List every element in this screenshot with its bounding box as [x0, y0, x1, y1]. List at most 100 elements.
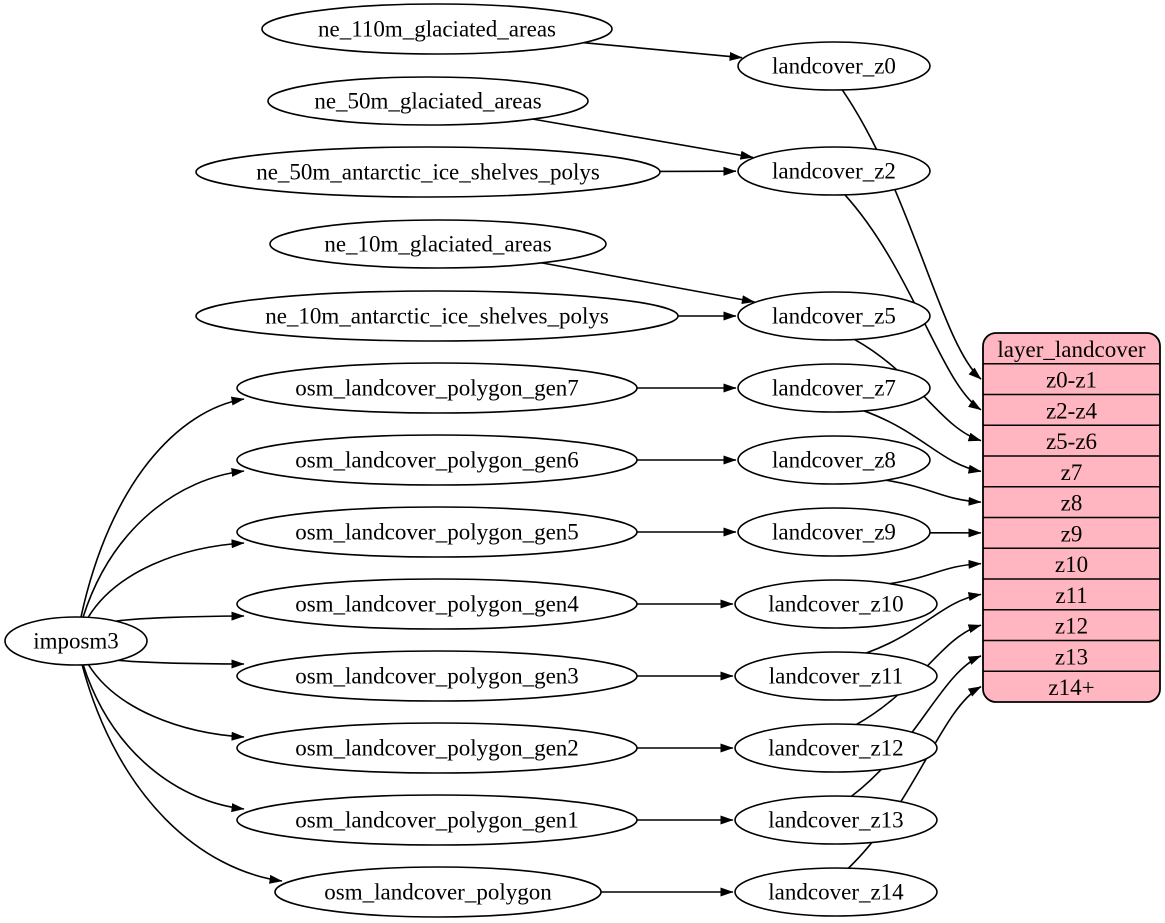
node-ellipse — [734, 579, 938, 629]
edge-landcover_z11-to-layer_landcover-z11 — [865, 592, 982, 654]
node-label: landcover_z11 — [769, 664, 904, 689]
node-ellipse — [737, 291, 931, 341]
table-row: z5-z6 — [1046, 429, 1097, 454]
node-label: osm_landcover_polygon_gen6 — [295, 448, 579, 473]
table-row: z10 — [1055, 552, 1088, 577]
node-label: osm_landcover_polygon_gen4 — [295, 592, 579, 617]
table-row: z13 — [1055, 644, 1088, 669]
node-osm_landcover_polygon_gen7: osm_landcover_polygon_gen7 — [236, 362, 638, 414]
node-ne_10m_antarctic_ice_shelves_polys: ne_10m_antarctic_ice_shelves_polys — [195, 290, 679, 342]
node-landcover_z12: landcover_z12 — [734, 723, 938, 773]
node-ne_110m_glaciated_areas: ne_110m_glaciated_areas — [261, 3, 613, 55]
node-ellipse — [734, 651, 938, 701]
node-ne_50m_antarctic_ice_shelves_polys: ne_50m_antarctic_ice_shelves_polys — [195, 146, 661, 198]
edge-ne_10m_glaciated_areas-to-landcover_z5 — [541, 262, 755, 305]
node-label: landcover_z8 — [772, 448, 896, 473]
node-ellipse — [737, 363, 931, 413]
node-label: landcover_z14 — [768, 880, 904, 905]
node-ellipse — [195, 290, 679, 342]
node-ellipse — [236, 722, 638, 774]
edge-landcover_z5-to-layer_landcover-z5-z6 — [854, 338, 982, 442]
node-ellipse — [4, 616, 148, 666]
table-row: z14+ — [1048, 675, 1094, 700]
node-ellipse — [737, 507, 931, 557]
edge-imposm3-to-osm_landcover_polygon_gen5 — [87, 539, 245, 618]
node-osm_landcover_polygon_gen6: osm_landcover_polygon_gen6 — [236, 434, 638, 486]
node-label: landcover_z13 — [768, 808, 903, 833]
table-row: z7 — [1061, 460, 1083, 485]
node-osm_landcover_polygon_gen2: osm_landcover_polygon_gen2 — [236, 722, 638, 774]
layer-landcover-table: layer_landcoverz0-z1z2-z4z5-z6z7z8z9z10z… — [982, 332, 1161, 703]
node-ellipse — [236, 434, 638, 486]
edge-landcover_z10-to-layer_landcover-z10 — [889, 559, 982, 585]
node-landcover_z13: landcover_z13 — [734, 795, 938, 845]
node-label: osm_landcover_polygon_gen7 — [295, 376, 579, 401]
node-imposm3: imposm3 — [4, 616, 148, 666]
edge-imposm3-to-osm_landcover_polygon_gen6 — [82, 467, 245, 618]
node-landcover_z14: landcover_z14 — [734, 867, 938, 917]
node-ellipse — [236, 650, 638, 702]
node-landcover_z5: landcover_z5 — [737, 291, 931, 341]
edge-landcover_z0-to-layer_landcover-z0-z1 — [841, 89, 982, 380]
edge-imposm3-to-osm_landcover_polygon_gen1 — [82, 664, 245, 813]
node-label: landcover_z9 — [772, 520, 896, 545]
node-label: osm_landcover_polygon — [324, 880, 552, 905]
node-label: osm_landcover_polygon_gen5 — [295, 520, 579, 545]
node-label: ne_110m_glaciated_areas — [318, 17, 556, 42]
node-label: landcover_z5 — [772, 304, 896, 329]
edge-imposm3-to-osm_landcover_polygon_gen2 — [87, 664, 245, 741]
node-label: landcover_z2 — [772, 159, 896, 184]
edge-imposm3-to-osm_landcover_polygon_gen3 — [118, 659, 245, 669]
node-ellipse — [269, 219, 607, 269]
nodes: imposm3ne_110m_glaciated_areasne_50m_gla… — [4, 3, 938, 918]
edge-imposm3-to-osm_landcover_polygon_gen4 — [115, 611, 245, 622]
node-ellipse — [737, 146, 931, 196]
node-ellipse — [734, 867, 938, 917]
node-label: ne_50m_antarctic_ice_shelves_polys — [256, 160, 600, 185]
node-ellipse — [734, 795, 938, 845]
table-title: layer_landcover — [997, 337, 1145, 362]
node-landcover_z9: landcover_z9 — [737, 507, 931, 557]
node-ellipse — [737, 41, 931, 91]
node-label: landcover_z10 — [768, 592, 903, 617]
edge-landcover_z13-to-layer_landcover-z13 — [850, 655, 982, 797]
node-label: osm_landcover_polygon_gen2 — [295, 736, 579, 761]
edge-imposm3-to-osm_landcover_polygon — [81, 664, 283, 884]
node-label: ne_10m_antarctic_ice_shelves_polys — [265, 304, 609, 329]
table-row: z12 — [1055, 614, 1088, 639]
node-landcover_z10: landcover_z10 — [734, 579, 938, 629]
node-osm_landcover_polygon_gen1: osm_landcover_polygon_gen1 — [236, 794, 638, 846]
node-osm_landcover_polygon_gen5: osm_landcover_polygon_gen5 — [236, 506, 638, 558]
node-ellipse — [734, 723, 938, 773]
node-landcover_z8: landcover_z8 — [737, 435, 931, 485]
edges — [80, 41, 982, 897]
node-ellipse — [195, 146, 661, 198]
table-row: z9 — [1061, 521, 1083, 546]
node-landcover_z7: landcover_z7 — [737, 363, 931, 413]
edge-ne_50m_glaciated_areas-to-landcover_z2 — [532, 118, 754, 160]
node-osm_landcover_polygon: osm_landcover_polygon — [274, 866, 602, 918]
node-label: osm_landcover_polygon_gen3 — [295, 664, 579, 689]
node-ellipse — [267, 76, 589, 126]
node-ellipse — [737, 435, 931, 485]
table-row: z0-z1 — [1046, 368, 1097, 393]
node-ellipse — [261, 3, 613, 55]
table-row: z2-z4 — [1046, 398, 1098, 423]
edge-imposm3-to-osm_landcover_polygon_gen7 — [80, 396, 245, 618]
node-ellipse — [274, 866, 602, 918]
node-landcover_z11: landcover_z11 — [734, 651, 938, 701]
node-ellipse — [236, 578, 638, 630]
edge-landcover_z7-to-layer_landcover-z7 — [863, 410, 982, 474]
edge-ne_110m_glaciated_areas-to-landcover_z0 — [583, 41, 743, 61]
edge-landcover_z8-to-layer_landcover-z8 — [886, 479, 982, 506]
node-label: landcover_z0 — [772, 54, 896, 79]
node-ellipse — [236, 794, 638, 846]
node-ne_10m_glaciated_areas: ne_10m_glaciated_areas — [269, 219, 607, 269]
node-osm_landcover_polygon_gen4: osm_landcover_polygon_gen4 — [236, 578, 638, 630]
node-label: landcover_z12 — [768, 736, 903, 761]
node-ellipse — [236, 362, 638, 414]
node-label: osm_landcover_polygon_gen1 — [295, 808, 579, 833]
node-label: imposm3 — [33, 629, 119, 654]
